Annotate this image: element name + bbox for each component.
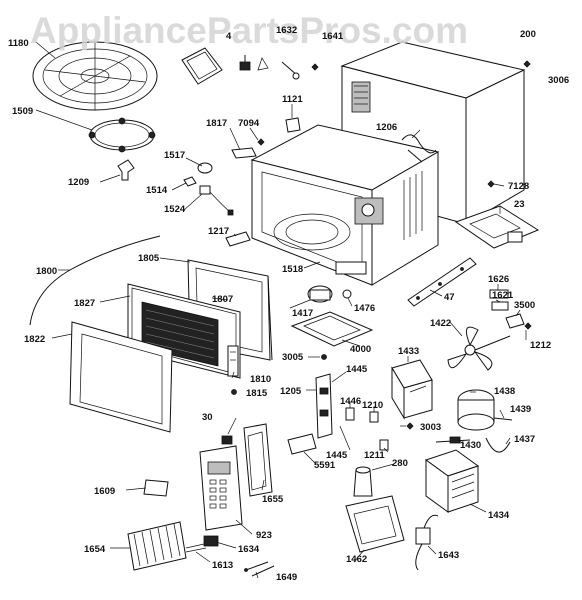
cover-plate-drawing	[290, 311, 374, 360]
wire-harness-drawing	[401, 134, 437, 163]
part-label: 4000	[350, 344, 371, 355]
part-label: 1445	[326, 450, 348, 461]
part-label: 1212	[530, 340, 551, 351]
part-label: 1613	[212, 560, 233, 571]
small-hardware-drawing	[239, 55, 531, 80]
part-label: 23	[514, 199, 525, 210]
part-label: 1800	[36, 266, 57, 277]
capacitor-drawing	[457, 389, 513, 453]
door-seal-drawing	[29, 235, 161, 326]
part-label: 1434	[488, 510, 510, 521]
part-label: 1634	[238, 544, 260, 555]
part-label: 1433	[398, 346, 419, 357]
part-label: 1209	[68, 177, 89, 188]
gasket-drawing	[181, 47, 223, 85]
oven-cavity-drawing	[250, 124, 440, 286]
part-label: 7094	[238, 118, 260, 129]
coupler-drawing	[117, 159, 135, 181]
part-label: 47	[444, 292, 455, 303]
part-label: 1518	[282, 264, 303, 275]
part-label: 1822	[24, 334, 45, 345]
part-label: 1210	[362, 400, 383, 411]
air-duct-drawing	[345, 495, 405, 553]
part-label: 1180	[8, 38, 29, 49]
part-label: 1632	[276, 25, 297, 36]
part-label: 1807	[212, 294, 233, 305]
part-label: 30	[202, 412, 213, 423]
part-label: 3003	[420, 422, 441, 433]
turntable-tray-drawing	[32, 41, 158, 111]
part-label: 1654	[84, 544, 106, 555]
part-label: 1422	[430, 318, 451, 329]
vent-grille-drawing	[127, 521, 187, 571]
part-label: 1827	[74, 298, 95, 309]
part-label: 1810	[250, 374, 271, 385]
part-label: 1655	[262, 494, 284, 505]
transformer-1433-drawing	[391, 359, 433, 420]
part-label: 1417	[292, 308, 313, 319]
leader-lines	[35, 41, 527, 579]
fuse-drawing	[353, 436, 471, 497]
part-label: 1805	[138, 253, 160, 264]
part-label: 1524	[164, 204, 186, 215]
door-outer-panel-drawing	[69, 321, 173, 433]
part-label: 3006	[548, 75, 569, 86]
part-label: 7128	[508, 181, 529, 192]
part-label: 280	[392, 458, 408, 469]
part-label: 1217	[208, 226, 229, 237]
part-label: 1517	[164, 150, 185, 161]
part-label: 1509	[12, 106, 33, 117]
part-label: 1462	[346, 554, 367, 565]
brackets-drawing	[231, 117, 301, 159]
part-label: 1514	[146, 185, 168, 196]
part-label: 1649	[276, 572, 297, 583]
part-label: 1641	[322, 31, 344, 42]
part-label: 1817	[206, 118, 227, 129]
part-label: 5591	[314, 460, 336, 471]
base-plate-drawing	[454, 205, 540, 249]
part-label: 1430	[460, 440, 481, 451]
bracket-47-drawing	[407, 257, 477, 307]
part-label: 4	[226, 31, 232, 42]
display-window-drawing	[143, 479, 169, 497]
part-label: 1205	[280, 386, 302, 397]
sensor-drawing	[505, 313, 532, 330]
interlock-switch-drawing	[315, 373, 414, 439]
wiring-parts-drawing	[185, 535, 275, 577]
part-label: 923	[256, 530, 272, 541]
part-label: 1121	[282, 94, 303, 105]
part-labels: 1180 4 1632 1641 200 3006 1509 1121 1817…	[8, 25, 569, 583]
part-label: 1626	[488, 274, 509, 285]
part-label: 1206	[376, 122, 397, 133]
part-label: 1446	[340, 396, 361, 407]
bracket-1217-drawing	[225, 231, 251, 247]
part-label: 3005	[282, 352, 304, 363]
part-label: 1815	[246, 388, 268, 399]
watermark: AppliancePartsPros.com	[30, 10, 468, 51]
fan-blade-drawing	[447, 326, 511, 371]
part-label: 1609	[94, 486, 115, 497]
roller-ring-drawing	[88, 117, 156, 153]
magnetron-drawing	[424, 449, 480, 513]
part-label: 1643	[438, 550, 459, 561]
thermal-part-drawing	[415, 514, 439, 571]
part-label: 1211	[364, 450, 385, 461]
turntable-motor-drawing	[307, 285, 352, 303]
part-label: 1439	[510, 404, 531, 415]
door-latch-drawing	[227, 345, 239, 395]
part-label: 1621	[492, 290, 514, 301]
motor-parts-drawing	[183, 162, 234, 216]
part-label: 1445	[346, 364, 368, 375]
part-label: 200	[520, 29, 536, 40]
part-label: 1438	[494, 386, 515, 397]
part-label: 1476	[354, 303, 375, 314]
part-label: 1437	[514, 434, 535, 445]
control-panel-drawing	[199, 423, 317, 531]
part-label: 3500	[514, 300, 535, 311]
